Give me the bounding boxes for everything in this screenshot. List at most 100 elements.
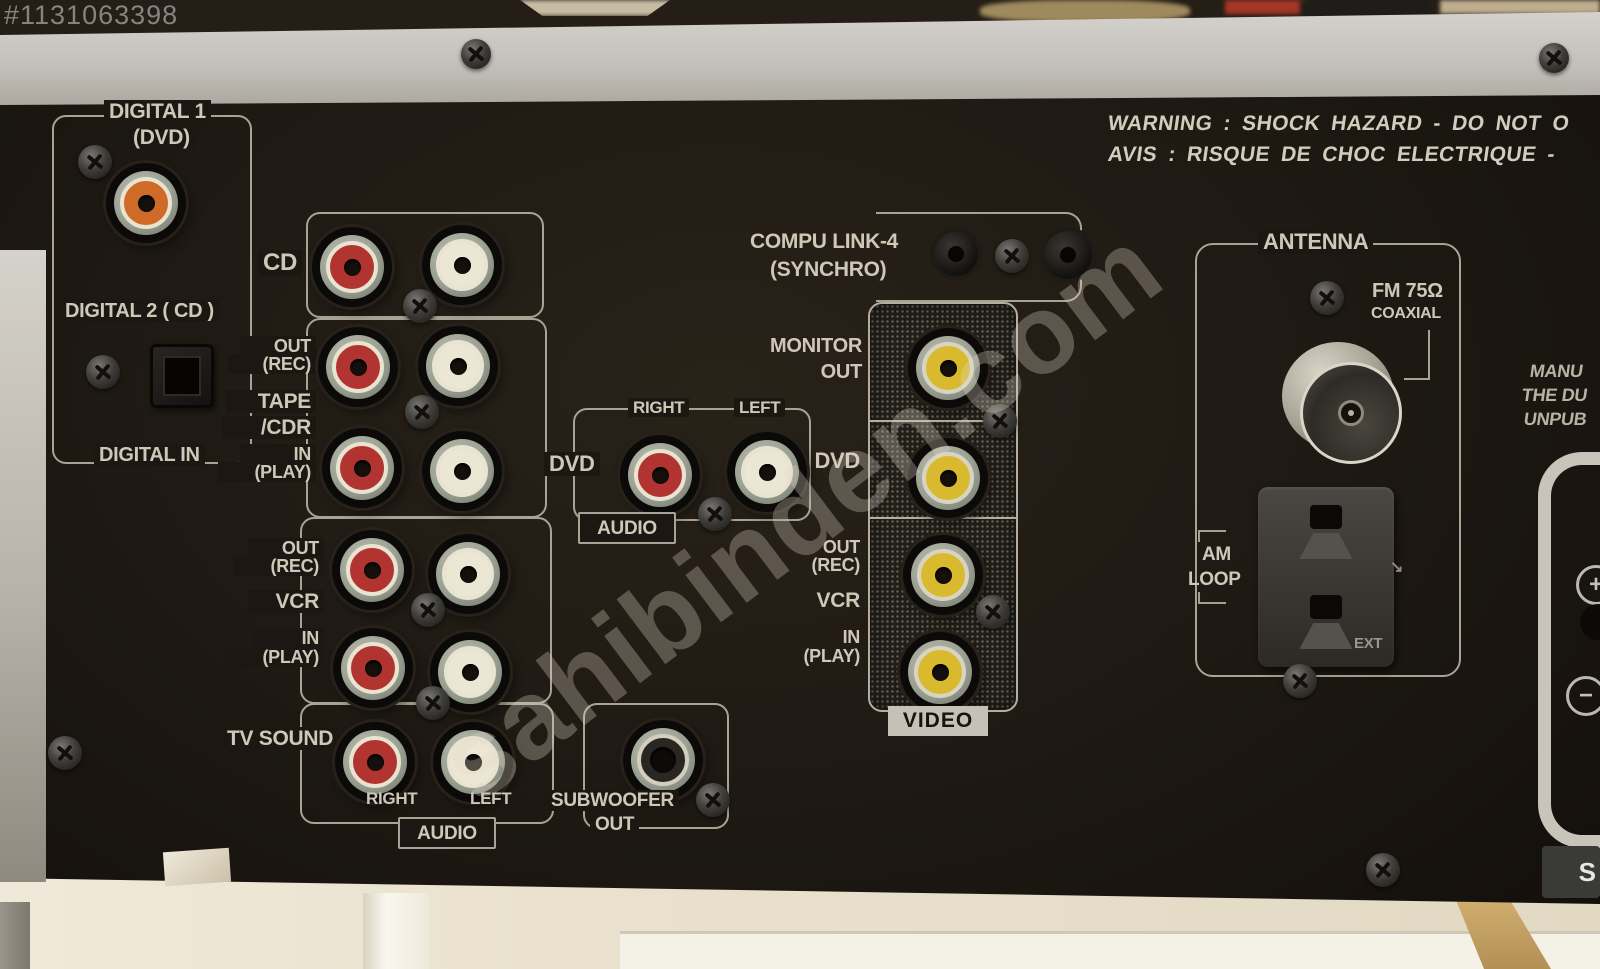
am-label: AM (1202, 544, 1231, 565)
warning-line-fr: AVIS : RISQUE DE CHOC ELECTRIQUE - (1106, 143, 1557, 166)
subwoofer-out-jack[interactable] (631, 728, 695, 792)
vcr-in-left-jack[interactable] (438, 640, 502, 704)
fm-pointer-line (1428, 330, 1430, 380)
screw (1283, 664, 1317, 698)
monitor-out-label: OUT (820, 361, 863, 383)
manual-note-line2: THE DU (1520, 385, 1589, 405)
chassis-left-edge (0, 250, 46, 969)
background-object (520, 0, 670, 16)
dvd-audio-right-jack[interactable] (628, 443, 692, 507)
manual-note-line3: UNPUB (1522, 409, 1588, 429)
screw (976, 595, 1010, 629)
screw (416, 686, 450, 720)
am-loop-terminal-block[interactable] (1258, 487, 1394, 667)
dvd-video-jack[interactable] (916, 446, 980, 510)
screw (461, 39, 491, 69)
fm-75ohm-label: FM 75Ω (1372, 280, 1443, 302)
antenna-label: ANTENNA (1258, 230, 1374, 254)
vcr-out-right-jack[interactable] (340, 538, 404, 602)
screw (995, 239, 1029, 273)
digital1-coaxial-jack[interactable] (114, 171, 178, 235)
screw (696, 783, 730, 817)
monitor-out-video-jack[interactable] (916, 336, 980, 400)
speaker-plus-terminal[interactable]: + (1576, 565, 1600, 605)
am-terminal-bottom[interactable] (1258, 577, 1394, 667)
tape-in-right-jack[interactable] (330, 436, 394, 500)
background-object (1440, 0, 1600, 14)
vcr-play-label: (PLAY) (224, 647, 324, 667)
tape-out-left-jack[interactable] (426, 334, 490, 398)
digital2-label: DIGITAL 2 ( CD ) (60, 300, 219, 322)
vcr-out-video-jack[interactable] (911, 543, 975, 607)
vcr-out-label: OUT (248, 538, 324, 558)
subwoofer-outline (583, 703, 729, 829)
screw (1366, 853, 1400, 887)
vcr-in-right-jack[interactable] (341, 636, 405, 700)
manual-note-line1: MANU (1528, 361, 1585, 381)
am-terminal-top[interactable] (1258, 487, 1394, 577)
tape-in-label: IN (240, 444, 316, 464)
warning-line-en: WARNING : SHOCK HAZARD - DO NOT O (1106, 112, 1571, 135)
dvd-left-label: LEFT (734, 398, 786, 417)
compu-link-jack-1[interactable] (934, 232, 978, 276)
tv-right-label: RIGHT (366, 789, 418, 808)
screw (405, 395, 439, 429)
background-red-object (1225, 0, 1305, 14)
vcr-in-video-jack[interactable] (908, 640, 972, 704)
am-terminal-hole (1310, 505, 1342, 529)
am-terminal-lever[interactable] (1299, 623, 1353, 649)
subwoofer-label: SUBWOOFER (546, 790, 679, 811)
jack-face (120, 177, 172, 229)
fm-coax-connector[interactable] (1300, 362, 1402, 464)
compu-link-synchro-label: (SYNCHRO) (770, 258, 887, 281)
dvd-audio-label: DVD (544, 452, 600, 476)
background-object (980, 0, 1190, 22)
model-label-chip: S (1542, 846, 1600, 898)
screw (698, 497, 732, 531)
dvd-video-label: DVD (814, 448, 860, 473)
tv-left-label: LEFT (470, 789, 512, 808)
dvd-audio-group-label: AUDIO (597, 517, 657, 539)
digital1-source-label: (DVD) (128, 126, 195, 149)
speaker-minus-terminal[interactable]: − (1566, 676, 1600, 716)
chassis-left-notch (0, 902, 30, 969)
screw (403, 289, 437, 323)
am-terminal-lever[interactable] (1299, 533, 1353, 559)
speaker-terminal-post[interactable] (1580, 604, 1600, 640)
tv-sound-left-jack[interactable] (441, 730, 505, 794)
background-object (1300, 0, 1430, 18)
loop-label: LOOP (1188, 569, 1241, 590)
tape-play-label: (PLAY) (218, 462, 316, 482)
dvd-right-label: RIGHT (628, 398, 690, 417)
cd-left-jack[interactable] (430, 233, 494, 297)
cd-label: CD (258, 250, 303, 276)
listing-id-watermark: #1131063398 (4, 0, 179, 30)
screw (411, 593, 445, 627)
panel-bottom-notch (162, 847, 232, 887)
tape-out-right-jack[interactable] (326, 335, 390, 399)
tape-in-left-jack[interactable] (430, 439, 494, 503)
cd-right-jack[interactable] (320, 235, 384, 299)
tv-sound-right-jack[interactable] (343, 730, 407, 794)
vcr-video-rec-label: (REC) (811, 555, 861, 575)
compu-link-jack-2[interactable] (1044, 231, 1092, 279)
digital2-optical-jack[interactable] (150, 344, 214, 408)
fm-coax-center-pin (1338, 400, 1364, 426)
vcr-video-play-label: (PLAY) (803, 646, 860, 666)
vcr-video-out-label: OUT (822, 537, 860, 557)
tape-label: TAPE (226, 390, 316, 413)
compu-link-label: COMPU LINK-4 (750, 230, 899, 253)
video-group-label: VIDEO (888, 706, 988, 736)
tv-sound-label: TV SOUND (222, 727, 339, 750)
vcr-in-label: IN (254, 628, 324, 648)
dvd-audio-left-jack[interactable] (735, 440, 799, 504)
vcr-rec-label: (REC) (234, 556, 324, 576)
am-arrow-mark: ↘ (1390, 559, 1404, 576)
audio-group-label: AUDIO (417, 822, 477, 844)
vcr-out-left-jack[interactable] (436, 542, 500, 606)
audio-group-box: AUDIO (398, 817, 496, 849)
digital1-label: DIGITAL 1 (104, 100, 211, 123)
cdr-label: /CDR (222, 416, 316, 439)
am-terminal-hole (1310, 595, 1342, 619)
screw (48, 736, 82, 770)
